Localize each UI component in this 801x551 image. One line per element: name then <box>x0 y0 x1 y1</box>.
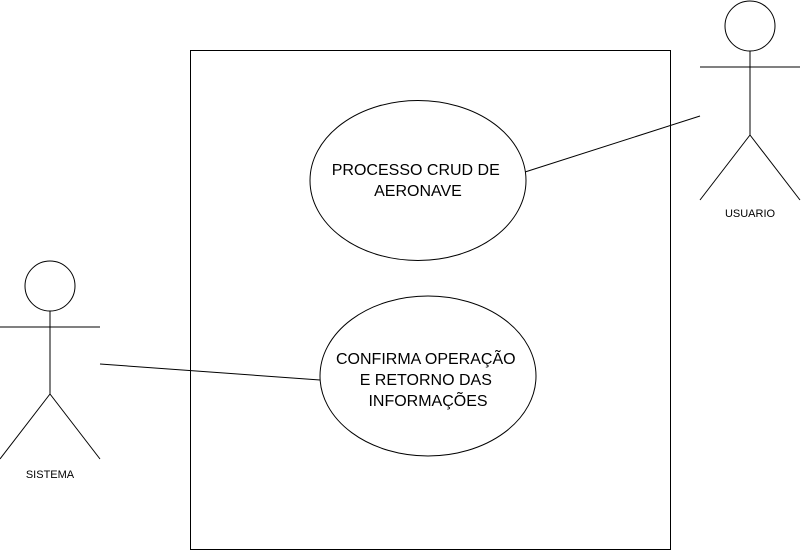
actor-usuario-label: USUARIO <box>725 208 776 220</box>
use-case-confirma-line-3: INFORMAÇÕES <box>368 390 487 410</box>
association-usuario-crud <box>524 115 701 173</box>
actor-usuario[interactable]: USUARIO <box>699 0 801 220</box>
actor-sistema-head <box>24 260 76 312</box>
actor-sistema[interactable]: SISTEMA <box>0 260 101 481</box>
use-case-confirma-line-1: CONFIRMA OPERAÇÃO <box>336 348 516 368</box>
actor-usuario-left-leg <box>699 134 751 201</box>
use-case-confirma-line-2: E RETORNO DAS <box>360 372 492 389</box>
actor-sistema-right-leg <box>49 393 101 460</box>
actor-sistema-left-leg <box>0 393 51 460</box>
use-case-crud-line-1: PROCESSO CRUD DE <box>332 162 500 179</box>
actor-usuario-right-leg <box>749 134 801 201</box>
use-case-crud-label: PROCESSO CRUD DE AERONAVE <box>332 162 504 200</box>
use-case-crud[interactable]: PROCESSO CRUD DE AERONAVE <box>309 100 527 261</box>
use-case-confirma[interactable]: CONFIRMA OPERAÇÃO E RETORNO DAS INFORMAÇ… <box>319 295 537 457</box>
use-case-crud-ellipse <box>309 100 527 261</box>
actor-usuario-head <box>724 0 776 52</box>
use-case-crud-line-2: AERONAVE <box>374 183 462 200</box>
use-case-confirma-label: CONFIRMA OPERAÇÃO E RETORNO DAS INFORMAÇ… <box>336 348 520 410</box>
actor-sistema-label: SISTEMA <box>26 469 75 481</box>
use-case-confirma-ellipse <box>319 295 537 457</box>
association-sistema-confirma <box>99 363 321 381</box>
